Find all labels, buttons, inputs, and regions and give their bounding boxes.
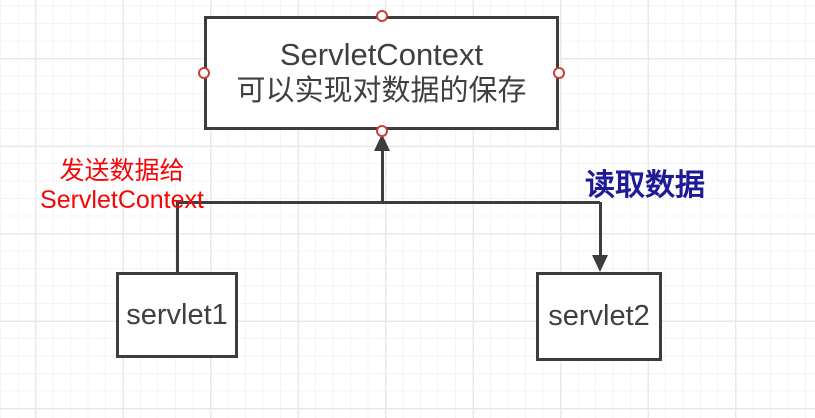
- arrowhead-down-icon: [592, 255, 608, 272]
- servlet2-node[interactable]: servlet2: [536, 272, 662, 361]
- selection-handle-left[interactable]: [198, 67, 210, 79]
- connector-to-servletcontext-segment[interactable]: [380, 147, 384, 202]
- arrowhead-up-icon: [374, 134, 390, 151]
- selection-handle-top[interactable]: [376, 10, 388, 22]
- servlet2-node-label: servlet2: [548, 300, 650, 332]
- servletcontext-node[interactable]: ServletContext 可以实现对数据的保存: [204, 16, 559, 130]
- edge-label-read-data[interactable]: 读取数据: [585, 160, 705, 204]
- connector-servlet1-vertical-segment[interactable]: [175, 202, 179, 273]
- connector-to-servlet2-segment[interactable]: [598, 202, 602, 256]
- selection-handle-bottom[interactable]: [376, 125, 388, 137]
- edge-label-send-line1: 发送数据给: [59, 157, 185, 185]
- edge-label-send-data[interactable]: 发送数据给 ServletContext: [34, 157, 210, 215]
- edge-label-read-text: 读取数据: [585, 169, 705, 202]
- servlet1-node-label: servlet1: [126, 298, 228, 331]
- selection-handle-right[interactable]: [553, 67, 565, 79]
- servletcontext-node-title: ServletContext: [279, 37, 484, 72]
- connector-horizontal-segment[interactable]: [175, 200, 600, 204]
- servlet1-node[interactable]: servlet1: [116, 272, 238, 358]
- servletcontext-node-subtitle: 可以实现对数据的保存: [236, 75, 527, 107]
- edge-label-send-line2: ServletContext: [40, 186, 204, 214]
